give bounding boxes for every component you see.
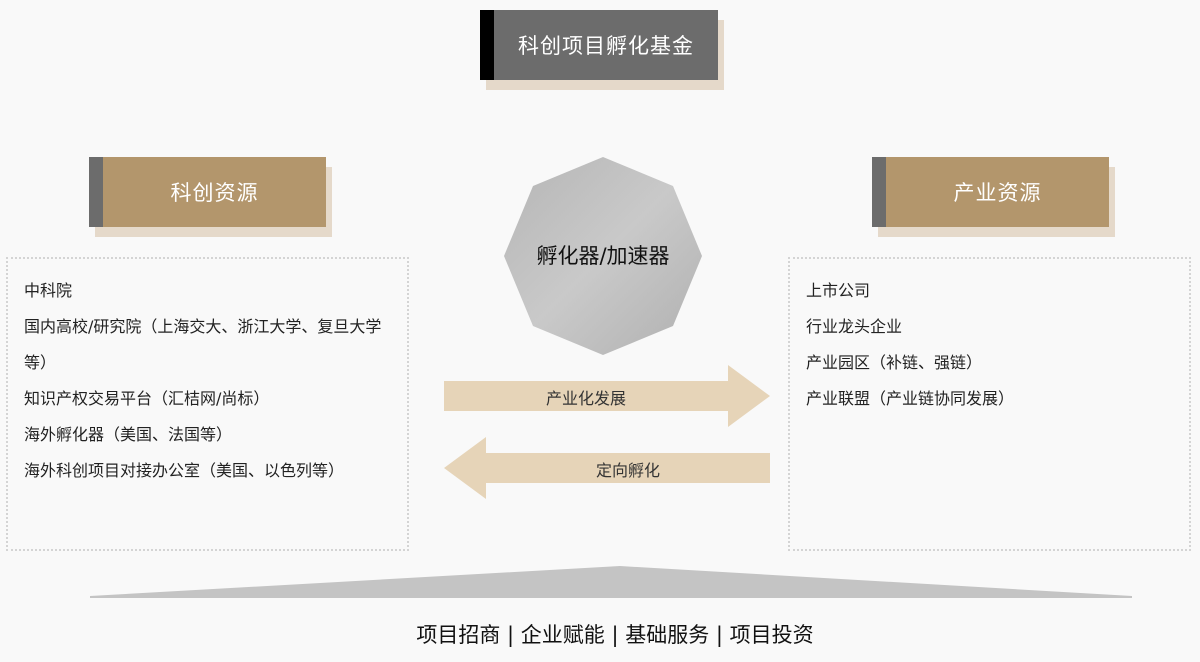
list-item: 产业联盟（产业链协同发展） <box>806 389 1015 408</box>
right-header: 产业资源 <box>886 157 1109 227</box>
list-item: 国内高校/研究院（上海交大、浙江大学、复旦大学等） <box>24 317 382 372</box>
title-accent <box>480 10 494 80</box>
footer-base <box>90 566 1132 598</box>
page-title: 科创项目孵化基金 <box>494 10 718 80</box>
list-item: 海外孵化器（美国、法国等） <box>24 425 233 444</box>
octagon-label: 孵化器/加速器 <box>536 244 670 268</box>
incubator-octagon <box>504 157 702 355</box>
footer-services: 项目招商 | 企业赋能 | 基础服务 | 项目投资 <box>416 623 814 647</box>
arrow-left <box>444 437 770 499</box>
arrow-right <box>444 365 770 427</box>
left-header: 科创资源 <box>103 157 326 227</box>
left-panel: 中科院 国内高校/研究院（上海交大、浙江大学、复旦大学等） 知识产权交易平台（汇… <box>6 257 409 551</box>
arrow-left-label: 定向孵化 <box>595 461 660 480</box>
list-item: 知识产权交易平台（汇桔网/尚标） <box>24 389 270 408</box>
right-header-accent <box>872 157 886 227</box>
list-item: 海外科创项目对接办公室（美国、以色列等） <box>24 461 345 480</box>
list-item: 中科院 <box>24 281 73 300</box>
right-panel: 上市公司 行业龙头企业 产业园区（补链、强链） 产业联盟（产业链协同发展） <box>788 257 1191 551</box>
arrow-right-label: 产业化发展 <box>545 389 626 408</box>
list-item: 产业园区（补链、强链） <box>806 353 983 372</box>
list-item: 上市公司 <box>806 281 871 300</box>
list-item: 行业龙头企业 <box>806 317 903 336</box>
left-header-accent <box>89 157 103 227</box>
